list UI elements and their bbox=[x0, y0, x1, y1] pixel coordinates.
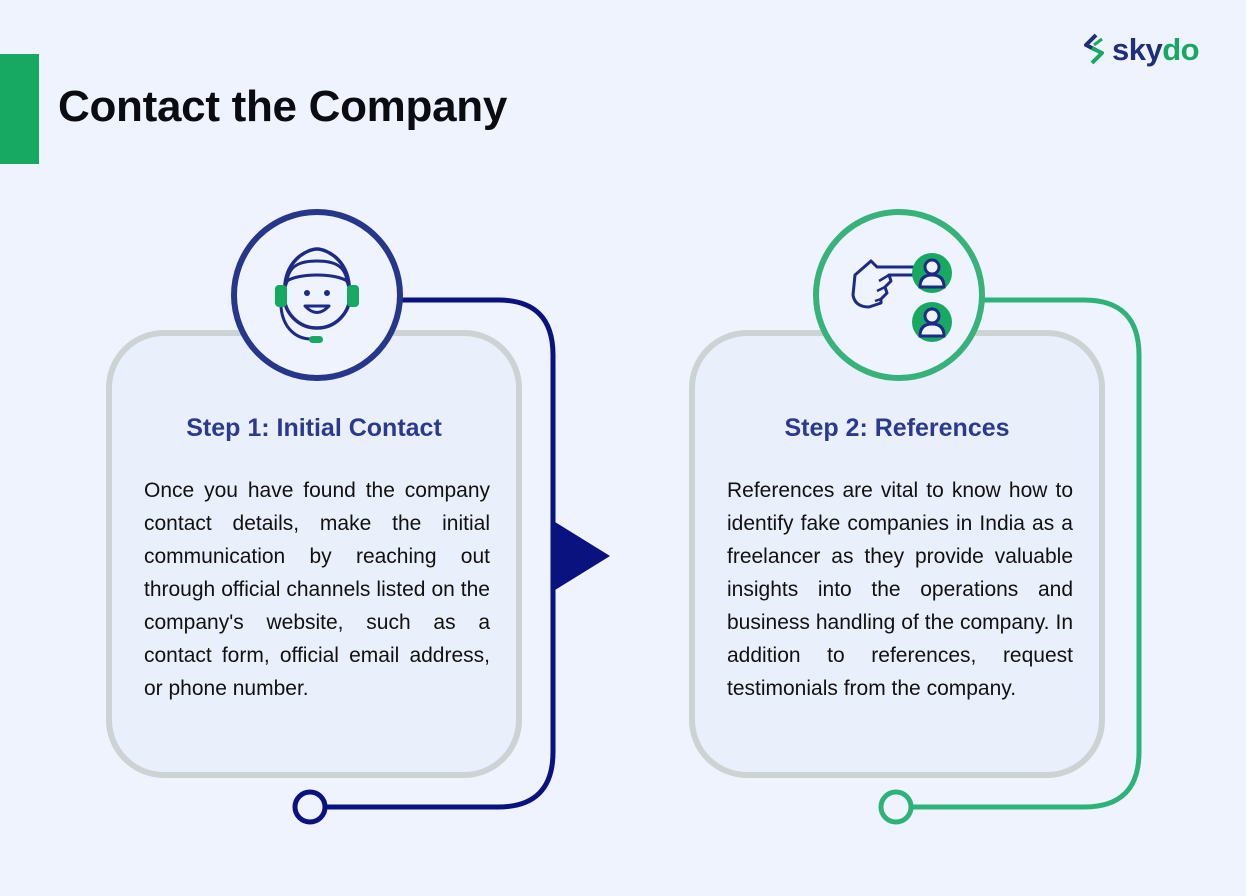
pointing-hand-references-icon bbox=[851, 253, 952, 342]
brand-name: skydo bbox=[1112, 32, 1200, 67]
step-1-description: Once you have found the company contact … bbox=[144, 479, 490, 700]
step-2-title: Step 2: References bbox=[784, 414, 1010, 442]
step-2-connector-line bbox=[912, 297, 1142, 810]
step-1-title: Step 1: Initial Contact bbox=[186, 414, 442, 442]
step-2-description: References are vital to know how to iden… bbox=[727, 479, 1073, 700]
title-accent-bar bbox=[0, 54, 39, 164]
brand-logo: skydo bbox=[1082, 30, 1200, 70]
step-2-icon-badge bbox=[813, 209, 985, 381]
next-arrow-icon bbox=[555, 522, 610, 590]
page-title: Contact the Company bbox=[58, 82, 507, 131]
step-1-connector-line bbox=[326, 297, 556, 810]
customer-support-headset-icon bbox=[275, 247, 359, 343]
step-1-end-node bbox=[292, 789, 328, 825]
step-2-card: Step 2: References References are vital … bbox=[689, 330, 1105, 778]
step-1-icon-badge bbox=[231, 209, 403, 381]
skydo-logo-icon bbox=[1084, 33, 1104, 65]
step-1-card: Step 1: Initial Contact Once you have fo… bbox=[106, 330, 522, 778]
step-2-end-node bbox=[878, 789, 914, 825]
